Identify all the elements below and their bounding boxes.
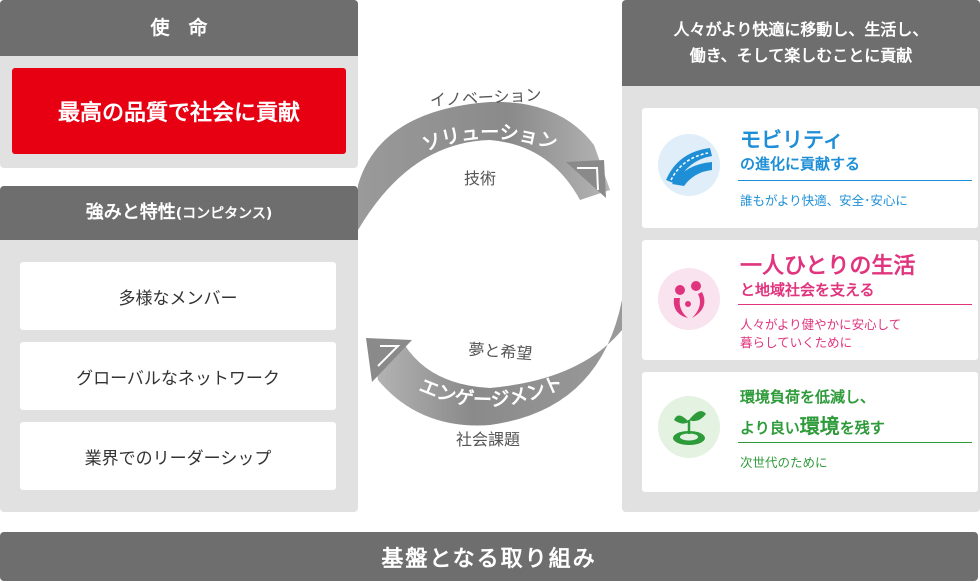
competencies-header-main: 強みと特性 [85,202,176,223]
goal-life: 一人ひとりの生活 と地域社会を支える 人々がより健やかに安心して 暮らしていくた… [642,240,978,360]
upper-arrowhead [566,160,606,198]
goal-environment-title2: より良い環境を残す [740,410,885,439]
contribution-header: 人々がより快適に移動し、生活し、 働き、そして楽しむことに貢献 [622,0,980,86]
goal-environment-title2-c: を残す [839,419,885,437]
competencies-panel: 強みと特性(コンピタンス) 多様なメンバー グローバルなネットワーク 業界でのリ… [0,186,358,512]
foundation-bar: 基盤となる取り組み [0,532,978,581]
goal-mobility: モビリティ の進化に貢献する 誰もがより快適、安全･安心に [642,108,978,228]
goal-environment: 環境負荷を低減し、 より良い環境を残す 次世代のために [642,372,978,492]
contribution-header-line2: 働き、そして楽しむことに貢献 [689,46,913,65]
goal-mobility-title2: の進化に貢献する [740,155,861,173]
goal-environment-title2-b: 環境 [799,414,840,438]
goal-life-subtitle2: 暮らしていくために [740,335,853,350]
competencies-header-sub: (コンピタンス) [175,206,273,222]
mission-panel: 使 命 最高の品質で社会に貢献 [0,0,358,168]
contribution-panel: 人々がより快適に移動し、生活し、 働き、そして楽しむことに貢献 モビリティ の進… [622,0,980,512]
solution-label: ソリューション [420,121,560,156]
contribution-header-line1: 人々がより快適に移動し、生活し、 [673,20,929,39]
innovation-label: イノベーション [429,85,542,110]
goal-life-title2: と地域社会を支える [740,281,875,299]
lower-cycle-arc [372,300,622,426]
competency-item: グローバルなネットワーク [20,342,336,410]
competency-item: 業界でのリーダーシップ [20,422,336,490]
goal-mobility-title1: モビリティ [740,128,844,152]
technology-label: 技術 [464,169,496,188]
upper-cycle-arc [358,101,610,231]
goal-environment-title1: 環境負荷を低減し、 [740,388,876,406]
dreams-label: 夢と希望 [468,340,533,363]
goal-environment-subtitle: 次世代のために [740,455,828,470]
lower-arrowhead [366,338,412,382]
goal-mobility-subtitle: 誰もがより快適、安全･安心に [740,193,908,208]
competencies-header: 強みと特性(コンピタンス) [0,186,358,240]
mission-header: 使 命 [0,0,358,56]
sprout-icon [658,396,720,458]
road-icon [658,134,720,196]
people-icon [658,268,720,330]
social-issues-label: 社会課題 [456,430,520,449]
mission-statement: 最高の品質で社会に貢献 [12,68,346,154]
goal-environment-title2-a: より良い [740,419,800,437]
engagement-label: エンゲージメント [416,372,566,412]
goal-life-subtitle1: 人々がより健やかに安心して [740,317,902,332]
goal-life-title1: 一人ひとりの生活 [740,254,916,279]
competency-item: 多様なメンバー [20,262,336,330]
